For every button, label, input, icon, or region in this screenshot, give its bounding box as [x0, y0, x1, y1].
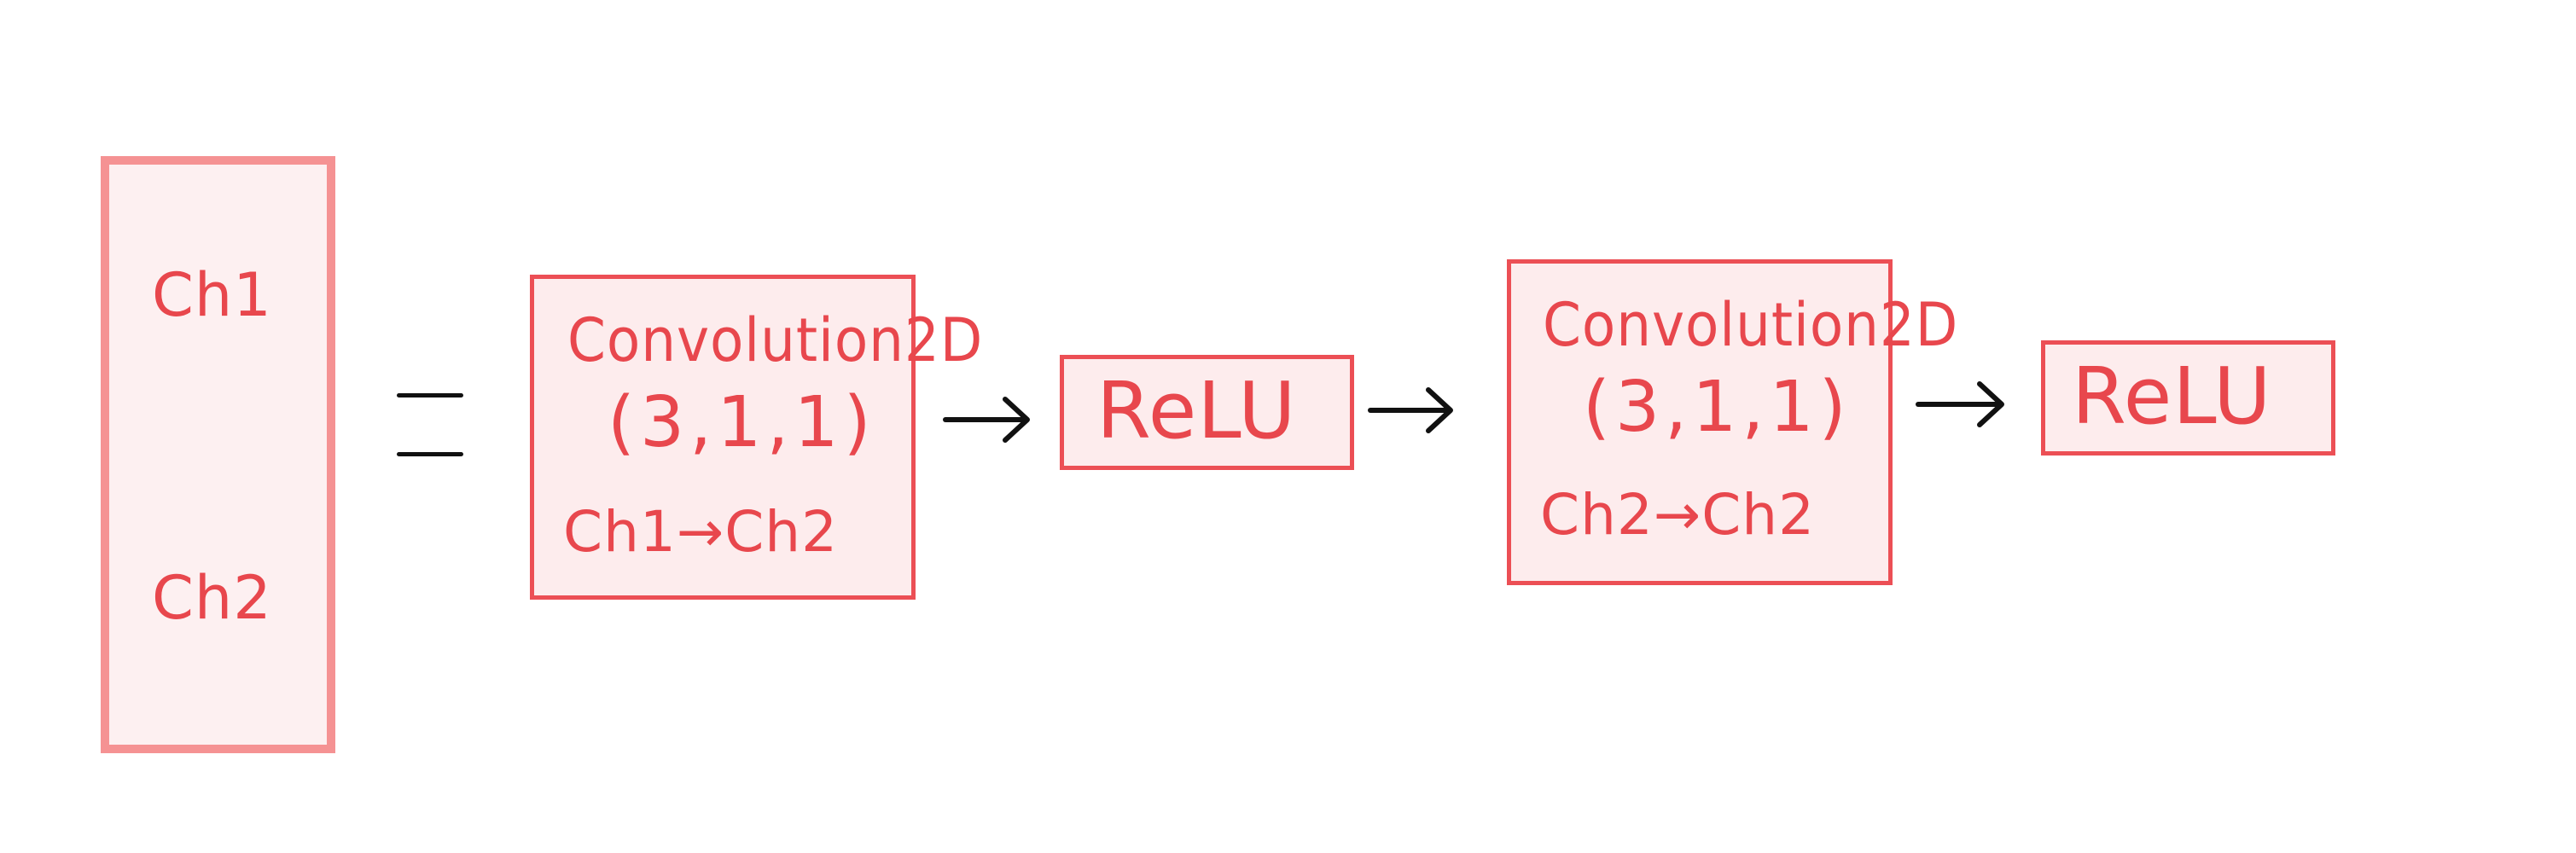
conv2d-title-2: Convolution2D	[1543, 290, 1959, 360]
equals-sign-top-bar	[397, 393, 463, 397]
arrow-conv1-to-relu1	[943, 397, 1030, 443]
relu-box-2	[2041, 340, 2335, 456]
conv2d-title-1: Convolution2D	[567, 305, 984, 375]
channel-block	[101, 156, 335, 753]
relu-box-1	[1060, 355, 1354, 470]
arrow-relu1-to-conv2	[1368, 387, 1453, 433]
conv2d-params-2: (3,1,1)	[1583, 367, 1852, 448]
relu-label-2: ReLU	[2072, 351, 2272, 442]
equals-sign-bottom-bar	[397, 452, 463, 456]
conv2d-channels-2: Ch2→Ch2	[1540, 482, 1816, 548]
channel-label-ch2: Ch2	[152, 563, 272, 633]
relu-label-1: ReLU	[1096, 365, 1297, 456]
conv2d-box-2	[1507, 259, 1893, 585]
conv2d-params-1: (3,1,1)	[608, 382, 876, 463]
conv2d-box-1	[530, 275, 916, 600]
arrow-conv2-to-relu2	[1916, 381, 2004, 427]
channel-label-ch1: Ch1	[152, 260, 272, 330]
conv2d-channels-1: Ch1→Ch2	[563, 499, 839, 565]
